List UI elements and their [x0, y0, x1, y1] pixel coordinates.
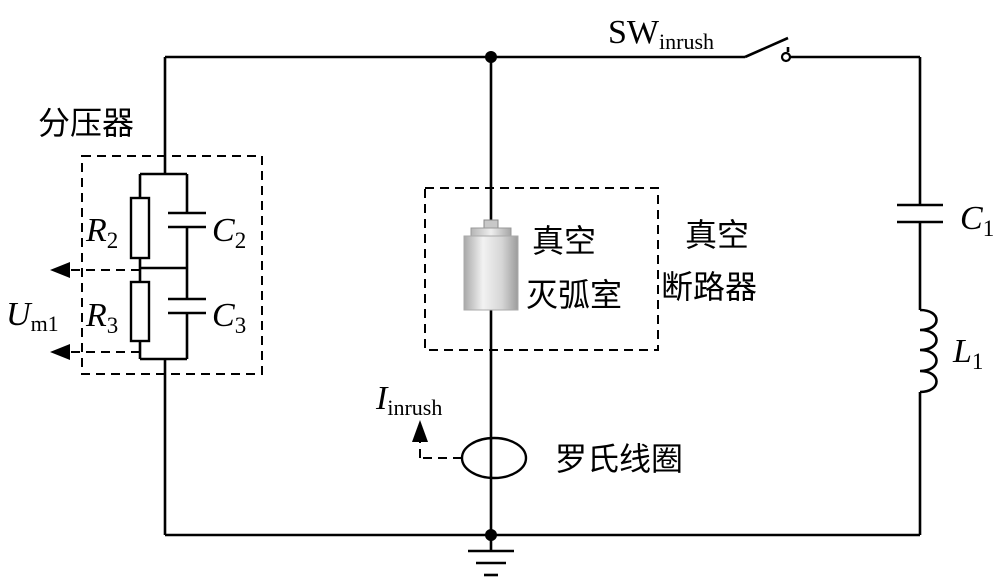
- capacitor-icon: [897, 203, 943, 224]
- inductor-icon: [919, 308, 938, 394]
- junction-top: [485, 51, 497, 63]
- arrow-icon: [412, 420, 462, 459]
- c3-label: C3: [212, 297, 246, 338]
- resistor-icon: [129, 280, 151, 343]
- c2-label: C2: [212, 212, 246, 253]
- breaker-box: [424, 187, 659, 351]
- breaker-label-line1: 真空: [685, 216, 749, 254]
- divider-network: [138, 172, 189, 361]
- r3-label: R3: [85, 297, 118, 338]
- r2-label: R2: [85, 212, 118, 253]
- vacuum-interrupter-icon: [463, 219, 519, 311]
- chamber-label-line1: 真空: [532, 222, 596, 260]
- rogowski-coil-icon: [460, 436, 528, 480]
- divider-title: 分压器: [38, 104, 134, 142]
- rogowski-label: 罗氏线圈: [555, 440, 683, 478]
- capacitor-icon: [168, 297, 206, 315]
- current-label: Iinrush: [375, 380, 442, 420]
- ground-icon: [468, 549, 514, 577]
- l1-label: L1: [952, 333, 983, 374]
- um-label: Um1: [6, 296, 59, 336]
- breaker-label-line2: 断路器: [661, 268, 757, 306]
- arrow-icon: [50, 262, 140, 278]
- arrow-icon: [50, 344, 140, 360]
- capacitor-icon: [168, 211, 206, 229]
- junction-bottom: [485, 529, 497, 541]
- chamber-label-line2: 灭弧室: [526, 276, 622, 314]
- switch-icon: [744, 36, 792, 63]
- switch-label: SWinrush: [608, 14, 714, 54]
- resistor-icon: [129, 196, 151, 260]
- c1-label: C1: [960, 200, 994, 241]
- divider-box: [81, 155, 263, 375]
